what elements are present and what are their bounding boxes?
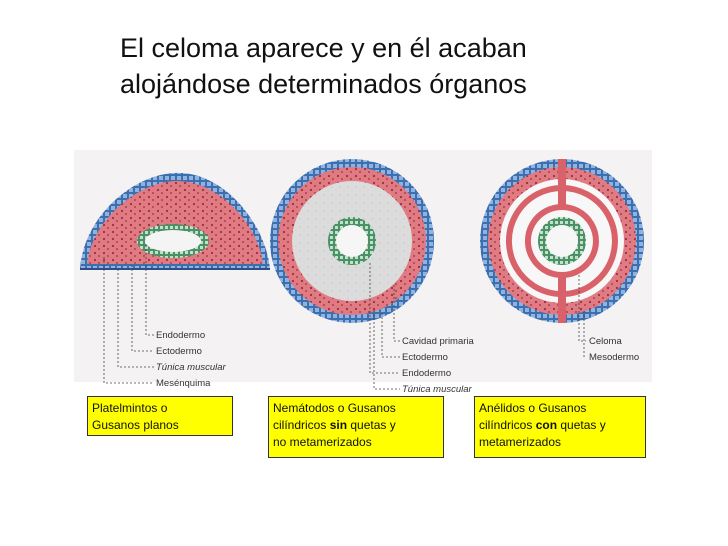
title-line-1: El celoma aparece y en él acaban — [120, 33, 527, 63]
callout-anelidos-line-3: metamerizados — [479, 435, 562, 449]
platelmintos-gut — [145, 230, 201, 252]
anelidos-inner-mesoderm — [524, 204, 599, 278]
platelmintos-leaders — [103, 245, 154, 384]
label-tunica-1: Túnica muscular — [156, 362, 227, 373]
label-endodermo-2: Endodermo — [402, 368, 451, 379]
callout-nematodos: Nemátodos o Gusanos cilíndricos sin quet… — [268, 396, 444, 458]
label-cavidad-primaria: Cavidad primaria — [402, 336, 475, 347]
label-ectodermo-2: Ectodermo — [402, 352, 448, 363]
callout-nematodos-sin: sin — [329, 418, 348, 432]
anelidos-leaders — [578, 275, 586, 358]
label-ectodermo-1: Ectodermo — [156, 346, 202, 357]
platelmintos-cross-section — [80, 172, 270, 270]
callout-anelidos-line-1: Anélidos o Gusanos — [479, 401, 587, 415]
callout-nematodos-line-2-post: quetas y — [347, 418, 396, 432]
anelidos-cross-section — [480, 159, 644, 323]
callout-nematodos-line-2-pre: cilíndricos — [273, 418, 330, 432]
platelmintos-mesenchyme — [87, 180, 263, 264]
anelidos-gut — [546, 225, 578, 257]
callout-anelidos: Anélidos o Gusanos cilíndricos con queta… — [474, 396, 646, 458]
slide-title: El celoma aparece y en él acaban alojánd… — [120, 30, 680, 102]
label-tunica-2: Túnica muscular — [402, 384, 473, 395]
anelidos-ventral-mesentery — [558, 275, 566, 323]
label-celoma: Celoma — [589, 336, 622, 347]
callout-anelidos-con: con — [535, 418, 558, 432]
nematodos-cross-section — [270, 159, 434, 323]
callout-nematodos-line-2: cilíndricos sin quetas y — [273, 417, 439, 434]
body-plan-diagram: Endodermo Ectodermo Túnica muscular Mesé… — [74, 150, 652, 395]
callout-platelmintos-line-2: Gusanos planos — [92, 418, 179, 432]
label-mesenquima: Mesénquima — [156, 378, 211, 389]
callout-anelidos-line-2-pre: cilíndricos — [479, 418, 536, 432]
nematodos-leaders — [369, 263, 400, 390]
nematodos-gut — [336, 225, 368, 257]
callout-nematodos-line-3: no metamerizados — [273, 435, 372, 449]
callout-platelmintos: Platelmintos o Gusanos planos — [87, 396, 233, 436]
callout-anelidos-line-2-post: quetas y — [557, 418, 606, 432]
callout-nematodos-line-1: Nemátodos o Gusanos — [273, 401, 396, 415]
label-mesodermo: Mesodermo — [589, 352, 639, 363]
anelidos-dorsal-mesentery — [558, 159, 566, 207]
label-endodermo-1: Endodermo — [156, 330, 205, 341]
title-line-2: alojándose determinados órganos — [120, 69, 527, 99]
callout-platelmintos-line-1: Platelmintos o — [92, 401, 168, 415]
callout-anelidos-line-2: cilíndricos con quetas y — [479, 417, 641, 434]
